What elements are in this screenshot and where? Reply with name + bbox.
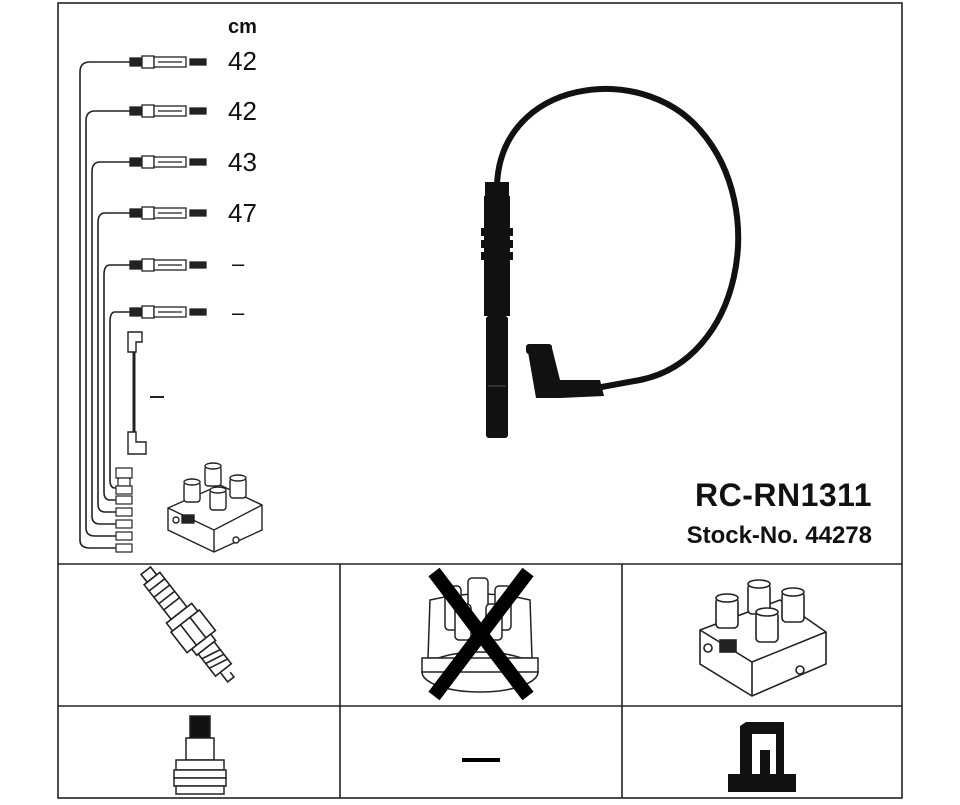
main-cable-illustration bbox=[481, 86, 742, 438]
plug-connector-icon bbox=[173, 715, 227, 795]
product-code: RC-RN1311 bbox=[694, 477, 872, 513]
ignition-coil-icon bbox=[699, 579, 827, 697]
cable-length-1: 42 bbox=[228, 46, 257, 76]
cable-terminals bbox=[129, 55, 207, 319]
spark-plug-icon bbox=[139, 565, 236, 683]
not-applicable-cross bbox=[428, 567, 534, 701]
cable-length-3: 43 bbox=[228, 147, 257, 177]
length-unit-label: cm bbox=[228, 16, 257, 38]
cable-length-6: – bbox=[232, 300, 245, 325]
stock-number: Stock-No. 44278 bbox=[686, 522, 872, 549]
cable-set-schematic bbox=[79, 61, 130, 549]
cable-length-4: 47 bbox=[228, 198, 257, 228]
coil-lead bbox=[127, 331, 164, 455]
coil-connector-icon bbox=[728, 722, 796, 792]
cable-length-2: 42 bbox=[228, 96, 257, 126]
cable-boots bbox=[115, 467, 133, 553]
cable-length-5: – bbox=[232, 251, 245, 276]
frame bbox=[57, 2, 903, 799]
small-ignition-coil bbox=[167, 462, 263, 553]
